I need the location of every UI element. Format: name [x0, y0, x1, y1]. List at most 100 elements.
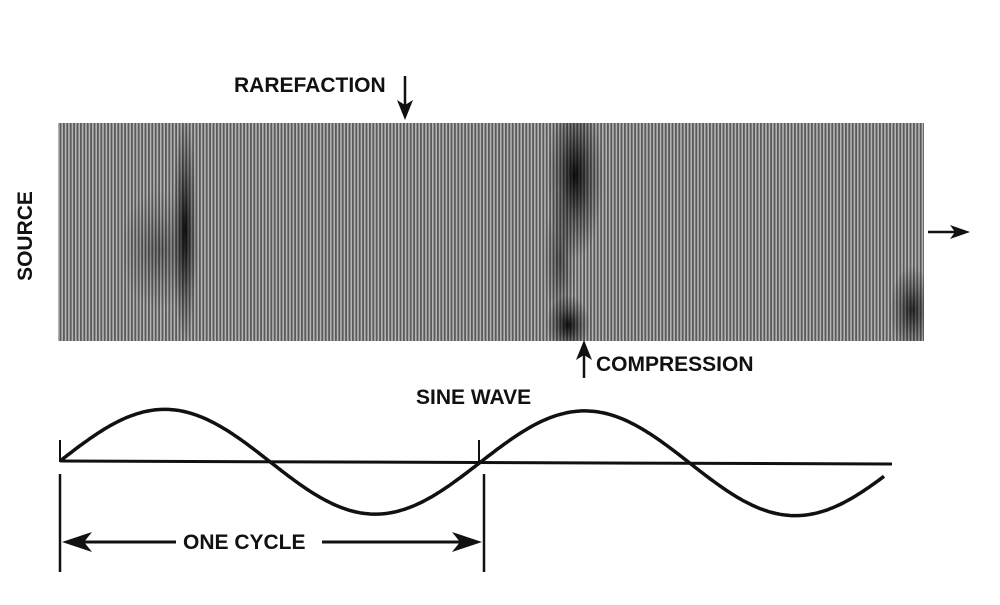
pressure-line [455, 123, 458, 341]
pressure-line [316, 123, 318, 341]
rarefaction-label: RAREFACTION [234, 74, 386, 97]
pressure-line [649, 123, 652, 341]
pressure-line [602, 123, 604, 341]
pressure-line [313, 123, 315, 341]
pressure-line [676, 123, 679, 341]
pressure-line [884, 123, 886, 341]
pressure-line [398, 123, 400, 341]
pressure-line [765, 123, 767, 341]
pressure-line [659, 123, 662, 341]
pressure-line [802, 123, 805, 341]
pressure-line [513, 123, 516, 341]
pressure-line [279, 123, 281, 341]
pressure-line [795, 123, 798, 341]
pressure-line [285, 123, 288, 341]
pressure-line [666, 123, 669, 341]
pressure-line [639, 123, 641, 341]
pressure-line [462, 123, 465, 341]
pressure-line [343, 123, 346, 341]
pressure-line [472, 123, 475, 341]
pressure-line [217, 123, 220, 341]
pressure-line [272, 123, 274, 341]
pressure-line [350, 123, 352, 341]
pressure-line [853, 123, 856, 341]
pressure-line [761, 123, 764, 341]
pressure-line [95, 123, 97, 341]
pressure-line [710, 123, 713, 341]
pressure-line [693, 123, 696, 341]
pressure-line [914, 123, 917, 341]
pressure-line [234, 123, 237, 341]
pressure-line [282, 123, 284, 341]
pressure-line [71, 123, 74, 341]
pressure-line [530, 123, 533, 341]
pressure-line [391, 123, 393, 341]
pressure-line [755, 123, 757, 341]
pressure-line [428, 123, 431, 341]
pressure-line [656, 123, 658, 341]
pressure-line [486, 123, 488, 341]
pressure-line [503, 123, 505, 341]
pressure-line [251, 123, 254, 341]
pressure-line [673, 123, 675, 341]
rarefaction-arrow-icon [397, 76, 413, 120]
pressure-line [387, 123, 390, 341]
pressure-line [721, 123, 723, 341]
pressure-line [877, 123, 879, 341]
pressure-line [241, 123, 244, 341]
pressure-line [921, 123, 924, 341]
pressure-line [520, 123, 522, 341]
pressure-line [374, 123, 376, 341]
pressure-line [75, 123, 77, 341]
pressure-line [85, 123, 87, 341]
pressure-line [309, 123, 312, 341]
dark-streak [120, 190, 200, 310]
pressure-line [326, 123, 329, 341]
arrow-left-icon [62, 532, 92, 552]
pressure-line [894, 123, 896, 341]
pressure-line [789, 123, 791, 341]
pressure-line [731, 123, 733, 341]
pressure-line [880, 123, 883, 341]
pressure-line [377, 123, 380, 341]
pressure-line [683, 123, 686, 341]
pressure-line [449, 123, 451, 341]
pressure-line [479, 123, 482, 341]
pressure-line [527, 123, 529, 341]
pressure-line [768, 123, 771, 341]
pressure-line [642, 123, 645, 341]
pressure-line [870, 123, 873, 341]
pressure-line [64, 123, 67, 341]
one-cycle-label: ONE CYCLE [183, 531, 306, 554]
pressure-line [357, 123, 359, 341]
pressure-line [418, 123, 420, 341]
pressure-line [268, 123, 271, 341]
pressure-line [908, 123, 910, 341]
pressure-line [258, 123, 261, 341]
propagation-arrow-icon [928, 225, 970, 239]
pressure-line [670, 123, 672, 341]
pressure-line [812, 123, 815, 341]
pressure-line [619, 123, 621, 341]
pressure-line [863, 123, 866, 341]
pressure-line [228, 123, 230, 341]
pressure-line [636, 123, 638, 341]
pressure-line [510, 123, 512, 341]
pressure-line [751, 123, 754, 341]
pressure-line [78, 123, 80, 341]
compression-zone [544, 190, 576, 330]
pressure-line [262, 123, 264, 341]
pressure-line [809, 123, 811, 341]
pressure-line [238, 123, 240, 341]
pressure-line [496, 123, 499, 341]
pressure-line [823, 123, 825, 341]
pressure-line [411, 123, 414, 341]
pressure-line [421, 123, 424, 341]
pressure-line [245, 123, 247, 341]
pressure-line [734, 123, 737, 341]
baseline-axis [59, 459, 893, 466]
pressure-line [595, 123, 597, 341]
pressure-line [459, 123, 461, 341]
one-cycle-dimension: ONE CYCLE [58, 474, 486, 572]
pressure-line [370, 123, 373, 341]
